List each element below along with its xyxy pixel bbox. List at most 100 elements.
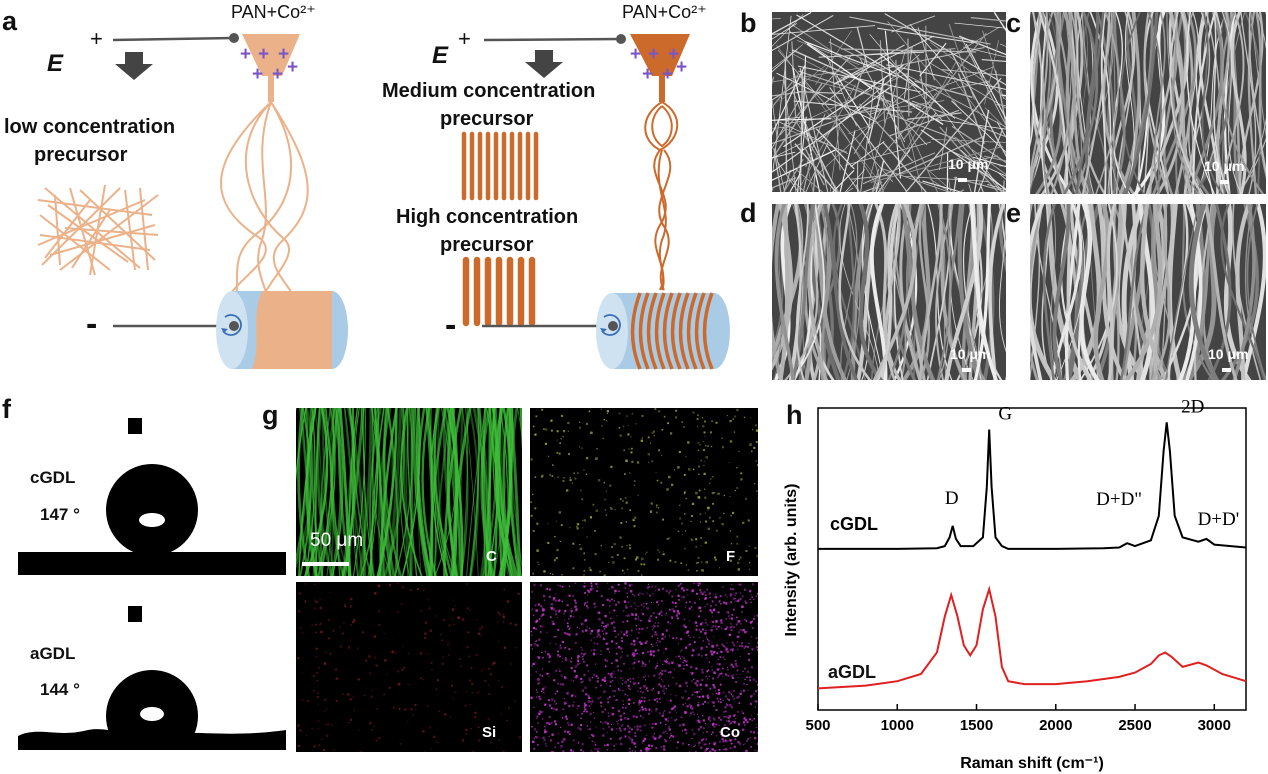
eds-map-c: 50 μm C xyxy=(296,408,522,576)
contact-angle-value-bottom: 144 ° xyxy=(40,680,80,699)
high-concentration-line2: precursor xyxy=(440,234,534,256)
substrate-top xyxy=(18,552,286,575)
sem-scale-bar-c xyxy=(1220,180,1229,184)
svg-text:+: + xyxy=(648,44,659,65)
svg-text:+: + xyxy=(668,44,679,65)
needle-stem-left xyxy=(268,76,274,102)
sem-fibers-random xyxy=(772,12,1006,192)
wire-junction-left xyxy=(229,33,239,43)
eds-scale-label: 50 μm xyxy=(310,530,364,551)
contact-angle-sample-bottom: aGDL xyxy=(30,644,76,663)
series-line-cgdl xyxy=(818,422,1247,550)
down-arrow-left-icon xyxy=(115,52,153,80)
svg-text:+: + xyxy=(252,64,263,85)
plus-sign-left: + xyxy=(90,26,103,51)
panel-label-g: g xyxy=(262,400,279,430)
wire-junction-right xyxy=(616,34,626,44)
minus-sign-right: - xyxy=(445,306,457,344)
raman-chart: 500 1000 1500 2000 2500 3000 D G D+D" 2D D+D' cGD… xyxy=(783,400,1247,772)
series-label-agdl: aGDL xyxy=(828,662,876,682)
eds-element-label-c: C xyxy=(486,548,497,565)
eds-map-f: F xyxy=(530,408,758,576)
peak-label: D xyxy=(945,488,959,509)
x-tick-label: 2500 xyxy=(1118,717,1151,734)
sem-scale-bar-d xyxy=(962,368,971,372)
sem-image-b: 10 μm xyxy=(772,12,1006,192)
y-axis-label: Intensity (arb. units) xyxy=(783,484,800,637)
svg-text:+: + xyxy=(272,64,283,85)
x-tick-label: 1500 xyxy=(960,717,993,734)
jet-right xyxy=(644,101,679,291)
contact-angle-sample-top: cGDL xyxy=(30,468,76,487)
panel-label-c: c xyxy=(1006,8,1022,38)
panel-label-a: a xyxy=(2,6,18,36)
plus-sign-right: + xyxy=(458,26,471,51)
needle-tip-right xyxy=(630,34,690,76)
svg-text:+: + xyxy=(630,44,641,65)
svg-text:+: + xyxy=(662,64,673,85)
sem-scale-bar-e xyxy=(1222,368,1231,372)
low-concentration-line2: precursor xyxy=(34,144,128,166)
x-tick-label: 2000 xyxy=(1039,717,1072,734)
contact-angle-value-top: 147 ° xyxy=(40,505,80,524)
sem-fibers-aligned-e xyxy=(1030,204,1266,380)
down-arrow-right-icon xyxy=(525,50,563,78)
series-line-agdl xyxy=(817,585,1247,690)
panel-label-d: d xyxy=(740,198,757,228)
wire-top-right xyxy=(483,37,621,42)
peak-label: D+D" xyxy=(1096,489,1142,510)
needle-tip-left xyxy=(242,34,300,76)
sem-scale-label-c: 10 μm xyxy=(1204,158,1245,174)
x-tick-label: 3000 xyxy=(1198,717,1231,734)
droplet-highlight-top xyxy=(139,513,165,527)
x-tick-label: 1000 xyxy=(881,717,914,734)
aligned-fibers-high xyxy=(462,256,536,327)
svg-text:+: + xyxy=(287,57,298,78)
collector-drum-left xyxy=(216,291,348,369)
x-axis-label: Raman shift (cm⁻¹) xyxy=(960,755,1104,772)
sem-image-e: 10 μm xyxy=(1030,204,1266,380)
contact-angle-top: cGDL 147 ° xyxy=(18,410,286,575)
panel-label-h: h xyxy=(786,400,803,430)
sem-fibers-aligned-d xyxy=(772,204,1006,380)
needle-bottom xyxy=(128,606,142,622)
charge-icons-right: +++ +++ xyxy=(630,44,687,85)
svg-text:+: + xyxy=(240,44,251,65)
minus-sign-left: - xyxy=(86,305,98,343)
field-symbol-left: E xyxy=(47,50,64,77)
x-tick-label: 500 xyxy=(805,717,830,734)
sem-scale-bar-b xyxy=(958,178,967,182)
svg-text:+: + xyxy=(642,64,653,85)
jet-left xyxy=(220,101,309,306)
svg-text:+: + xyxy=(676,57,687,78)
solution-label-right: PAN+Co²⁺ xyxy=(622,2,707,22)
high-concentration-line1: High concentration xyxy=(396,206,579,228)
peak-label: D+D' xyxy=(1198,509,1240,530)
sem-image-c: 10 μm xyxy=(1030,12,1266,194)
panel-label-b: b xyxy=(740,8,757,38)
sem-image-d: 10 μm xyxy=(772,204,1006,380)
eds-element-label-co: Co xyxy=(720,724,740,741)
medium-concentration-line1: Medium concentration xyxy=(382,80,596,102)
sem-fibers-aligned-c xyxy=(1030,12,1266,194)
medium-concentration-line2: precursor xyxy=(440,108,534,130)
wire-top-left xyxy=(112,36,234,42)
sem-scale-label-e: 10 μm xyxy=(1208,346,1249,362)
low-concentration-line1: low concentration xyxy=(4,116,176,138)
svg-text:+: + xyxy=(278,44,289,65)
sem-scale-label-d: 10 μm xyxy=(950,346,991,362)
eds-map-co: Co xyxy=(530,582,758,752)
eds-scale-bar xyxy=(302,562,349,566)
series-label-cgdl: cGDL xyxy=(830,514,878,534)
random-fiber-mesh xyxy=(37,184,159,276)
svg-text:+: + xyxy=(258,44,269,65)
eds-element-label-si: Si xyxy=(482,724,497,741)
peak-label: 2D xyxy=(1181,400,1204,417)
peak-label: G xyxy=(998,404,1012,425)
plot-frame xyxy=(817,407,1247,711)
sem-scale-label-b: 10 μm xyxy=(948,156,989,172)
charge-icons-left: +++ +++ xyxy=(240,44,298,85)
solution-label-left: PAN+Co²⁺ xyxy=(231,2,316,22)
eds-map-si: Si xyxy=(296,582,522,752)
needle-top xyxy=(128,418,142,434)
